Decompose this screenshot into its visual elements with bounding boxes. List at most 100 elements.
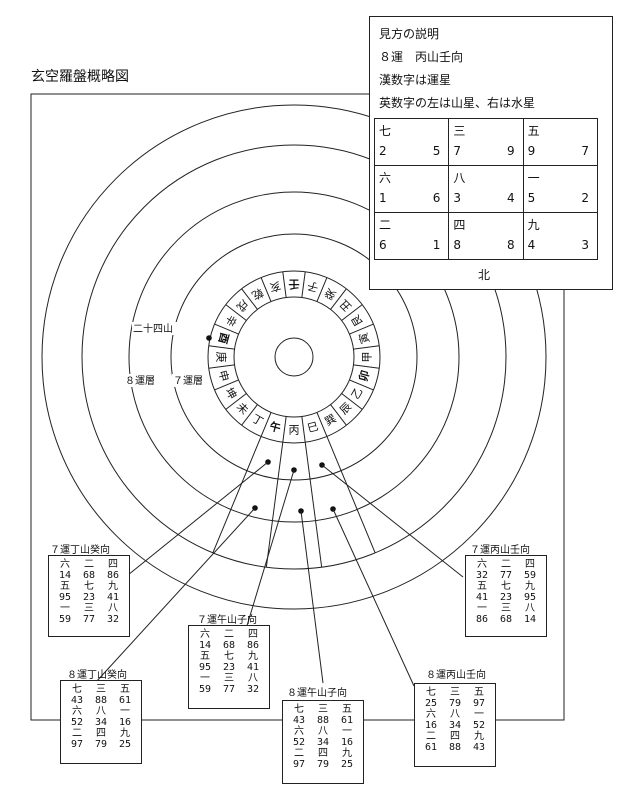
chart-card-value: 一 — [200, 673, 210, 684]
mountain-label: 酉 — [216, 331, 231, 345]
chart-card-value: 86 — [475, 614, 489, 625]
legend-period-star: 四 — [453, 218, 466, 232]
leader-line — [300, 510, 324, 684]
legend-heading: 見方の説明 — [379, 27, 440, 41]
legend-water-star: 8 — [507, 238, 515, 252]
chart-card-value: 四 — [450, 731, 460, 742]
leader-line — [127, 461, 269, 576]
chart-card-value: 九 — [342, 748, 352, 759]
legend-mountain-star: 4 — [527, 238, 536, 252]
ring-layer8-outer — [81, 144, 507, 570]
chart-card-value: 79 — [94, 739, 108, 750]
chart-card-value: 二 — [84, 559, 94, 570]
mountain-divider — [316, 412, 328, 437]
chart-card-value: 四 — [96, 728, 106, 739]
chart-card-value: 86 — [106, 570, 120, 581]
chart-card-value: 四 — [318, 748, 328, 759]
label-layer-7: ７運層 — [173, 375, 203, 387]
chart-card-value: 三 — [224, 673, 234, 684]
mountain-label: 壬 — [289, 278, 300, 292]
mountain-divider — [341, 304, 363, 321]
chart-card-value: 一 — [60, 603, 70, 614]
chart-card-value: 61 — [424, 742, 438, 753]
leader-line — [321, 464, 464, 578]
chart-card-value: 68 — [222, 640, 236, 651]
chart-card-value: 59 — [198, 684, 212, 695]
mountain-divider — [349, 323, 374, 335]
mountain-label: 坤 — [222, 385, 240, 402]
chart-card-value: 32 — [246, 684, 260, 695]
chart-card-value: 77 — [222, 684, 236, 695]
chart-card-value: 88 — [94, 695, 108, 706]
mountain-label: 亥 — [268, 279, 282, 295]
chart-card-title: ８運丙山壬向 — [426, 670, 486, 681]
chart-card-value: 六 — [477, 559, 487, 570]
south-sector-divider — [326, 436, 358, 510]
leader-line — [332, 508, 415, 687]
chart-card-value: 14 — [523, 614, 537, 625]
label-layer-8-bg — [124, 374, 164, 387]
chart-card-value: 32 — [475, 570, 489, 581]
mountain-label: 午 — [268, 419, 282, 435]
chart-card-value: 四 — [248, 629, 258, 640]
legend-water-star: 4 — [507, 191, 515, 205]
ring-center — [274, 337, 314, 377]
chart-card-value: 34 — [316, 737, 330, 748]
south-sector-divider — [356, 509, 376, 554]
legend-mountain-star: 5 — [527, 191, 536, 205]
mountain-label: 乙 — [349, 385, 366, 401]
legend-period-star: 七 — [379, 124, 392, 138]
mountain-divider — [316, 277, 328, 302]
mountain-label: 申 — [216, 369, 231, 383]
chart-card-value: 79 — [448, 698, 462, 709]
south-sector-divider — [265, 442, 284, 568]
mountain-label: 丑 — [337, 297, 354, 314]
chart-card-value: 四 — [525, 559, 535, 570]
chart-card-value: 59 — [523, 570, 537, 581]
legend-mountain-star: 2 — [379, 144, 387, 158]
chart-card-value: 25 — [118, 739, 132, 750]
mountain-divider — [241, 288, 258, 310]
chart-card-value: 77 — [82, 614, 96, 625]
mountain-label: 甲 — [361, 352, 374, 363]
mountain-label: 卯 — [356, 369, 372, 383]
chart-card-value: 三 — [450, 687, 460, 698]
mountain-label: 庚 — [215, 352, 229, 363]
legend-period-star: 二 — [379, 218, 392, 232]
chart-card-value: 五 — [120, 684, 130, 695]
mountain-divider — [260, 277, 272, 302]
legend-mountain-star: 6 — [379, 238, 387, 252]
label-layer-7-bg — [172, 374, 206, 387]
chart-card-value: 九 — [108, 581, 118, 592]
chart-card-value: 52 — [292, 737, 306, 748]
chart-card-value: 一 — [474, 709, 484, 720]
chart-card-title: ８運午山子向 — [287, 688, 347, 699]
mountain-label: 丁 — [249, 412, 265, 429]
chart-card-value: 六 — [426, 709, 436, 720]
legend-mountain-star: 9 — [527, 144, 536, 158]
diagram-title: 玄空羅盤概略図 — [31, 69, 129, 85]
chart-card-value: 八 — [318, 726, 328, 737]
chart-card-value: 25 — [340, 759, 354, 770]
chart-card-value: 77 — [499, 570, 513, 581]
compass-rings — [41, 104, 547, 610]
mountain-label: 癸 — [322, 285, 339, 303]
legend-water-star: 9 — [507, 144, 515, 158]
chart-card-value: 68 — [82, 570, 96, 581]
